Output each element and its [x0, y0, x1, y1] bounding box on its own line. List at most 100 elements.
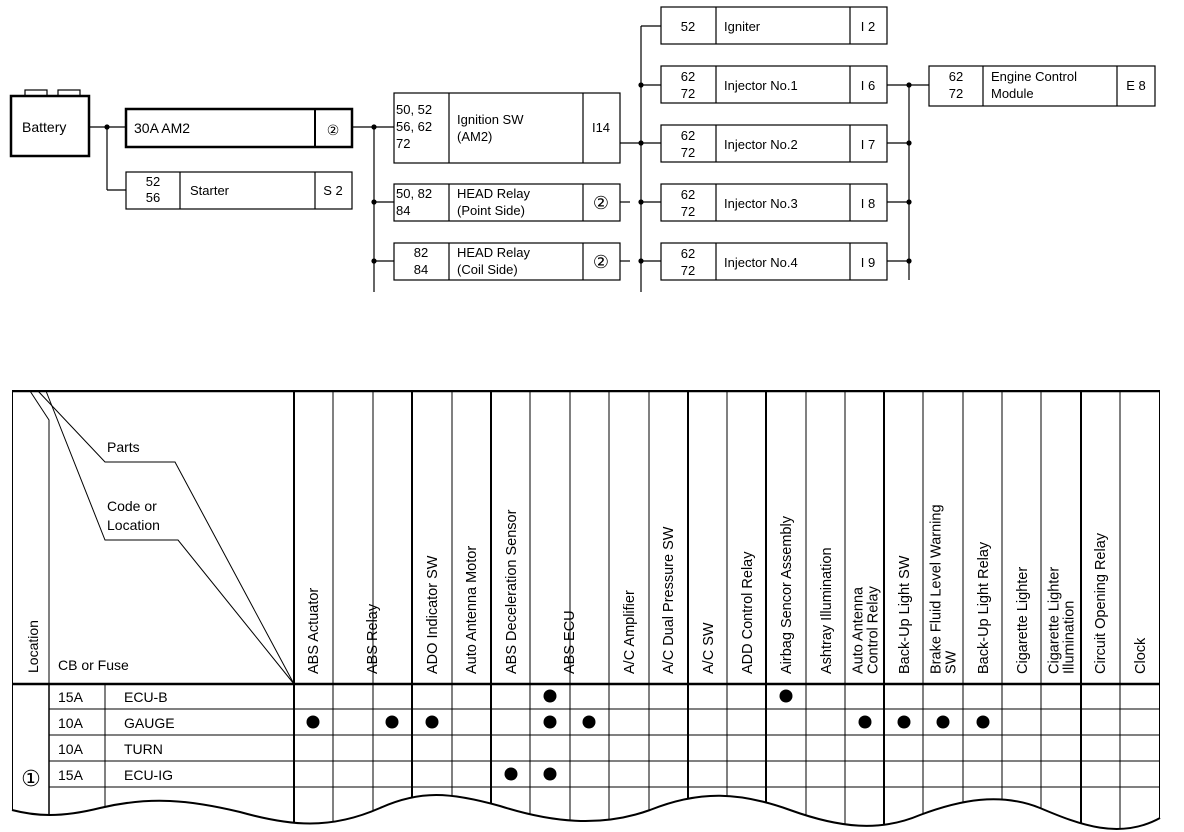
- head-point-code-1: 50, 82: [396, 186, 432, 201]
- connection-dot: [858, 715, 872, 729]
- injector4-code-1: 62: [681, 246, 695, 261]
- table-grid: [12, 390, 1160, 830]
- column-header: Circuit Opening Relay: [1093, 532, 1109, 674]
- starter-code-2: 56: [146, 190, 160, 205]
- injector4-box: [660, 242, 888, 281]
- head-coil-ref: ②: [593, 252, 609, 272]
- injector2-label: Injector No.2: [724, 137, 798, 152]
- battery-symbol: [9, 89, 91, 158]
- column-header: Brake Fluid Level Warning: [929, 504, 945, 674]
- connection-dot: [543, 715, 557, 729]
- column-header: Cigarette Lighter: [1047, 567, 1063, 674]
- injector1-box: [660, 65, 888, 104]
- injector2-loc: I 7: [861, 137, 875, 152]
- injector4-code-2: 72: [681, 263, 695, 278]
- column-header: A/C Amplifier: [622, 590, 638, 674]
- column-header: ADO Indicator SW: [425, 555, 441, 674]
- ignition-sw-box: [393, 92, 621, 164]
- am2-ref: ②: [327, 122, 340, 138]
- row-name: TURN: [124, 741, 163, 757]
- header-location: Location: [25, 620, 41, 673]
- ecm-loc: E 8: [1126, 78, 1146, 93]
- column-headers: ABS Actuator ABS Relay ADO Indicator SW Aut…: [306, 504, 1149, 674]
- ignition-code-1: 50, 52: [396, 102, 432, 117]
- head-coil-label-2: (Coil Side): [457, 262, 518, 277]
- igniter-label: Igniter: [724, 19, 761, 34]
- connection-dot: [425, 715, 439, 729]
- table-torn-edge: [11, 794, 1161, 830]
- connection-dot: [582, 715, 596, 729]
- head-coil-code-2: 84: [414, 262, 428, 277]
- column-header: Ashtray Illumination: [819, 547, 835, 674]
- ecm-code-1: 62: [949, 69, 963, 84]
- connection-dot: [976, 715, 990, 729]
- injector3-box: [660, 183, 888, 222]
- connection-dot: [936, 715, 950, 729]
- head-coil-code-1: 82: [414, 245, 428, 260]
- header-parts: Parts: [107, 439, 140, 455]
- row-labels: 15A ECU-B 10A GAUGE 10A TURN 15A ECU-IG: [58, 689, 175, 783]
- head-point-label-2: (Point Side): [457, 203, 525, 218]
- header-code-1: Code or: [107, 498, 157, 514]
- head-point-label-1: HEAD Relay: [457, 186, 530, 201]
- starter-label: Starter: [190, 183, 230, 198]
- injector2-box: [660, 124, 888, 163]
- ignition-label-1: Ignition SW: [457, 112, 524, 127]
- column-header: ABS ECU: [562, 610, 578, 674]
- injector1-code-2: 72: [681, 86, 695, 101]
- column-header: Back-Up Light SW: [897, 555, 913, 674]
- column-header: ABS Relay: [365, 603, 381, 674]
- connection-dot: [779, 689, 793, 703]
- igniter-box: [660, 6, 888, 45]
- header-fuse: CB or Fuse: [58, 657, 129, 673]
- row-amp: 10A: [58, 741, 84, 757]
- injector1-loc: I 6: [861, 78, 875, 93]
- column-header: Control Relay: [866, 585, 882, 674]
- row-name: ECU-B: [124, 689, 168, 705]
- column-header: ABS Actuator: [306, 588, 322, 674]
- injector1-label: Injector No.1: [724, 78, 798, 93]
- location-marker: ①: [21, 766, 41, 791]
- fuse-table: Parts Code or Location CB or Fuse Locati…: [11, 390, 1161, 830]
- ecm-label-1: Engine Control: [991, 69, 1077, 84]
- head-relay-coil-box: [393, 242, 621, 281]
- table-dots: [306, 689, 990, 781]
- column-header: Cigarette Lighter: [1015, 567, 1031, 674]
- injector3-label: Injector No.3: [724, 196, 798, 211]
- injector3-code-2: 72: [681, 204, 695, 219]
- ecm-code-2: 72: [949, 86, 963, 101]
- column-header: Auto Antenna: [851, 586, 867, 674]
- battery-label: Battery: [22, 119, 66, 135]
- starter-box: [125, 171, 353, 210]
- column-header: A/C SW: [701, 622, 717, 674]
- header-diagonals: [29, 390, 295, 685]
- column-header: ABS Deceleration Sensor: [504, 509, 520, 674]
- column-header: Back-Up Light Relay: [976, 541, 992, 674]
- column-header: Auto Antenna Motor: [464, 546, 480, 674]
- header-code-2: Location: [107, 517, 160, 533]
- am2-label: 30A AM2: [134, 120, 190, 136]
- column-header: SW: [944, 650, 960, 674]
- column-header: Illumination: [1062, 601, 1078, 674]
- ignition-label-2: (AM2): [457, 129, 492, 144]
- row-amp: 15A: [58, 767, 84, 783]
- ignition-loc: I14: [592, 120, 610, 135]
- connection-dot: [385, 715, 399, 729]
- starter-loc: S 2: [323, 183, 343, 198]
- head-point-code-2: 84: [396, 203, 410, 218]
- row-amp: 15A: [58, 689, 84, 705]
- head-relay-point-box: [393, 183, 621, 222]
- column-header: Airbag Sencor Assembly: [779, 515, 795, 674]
- head-coil-label-1: HEAD Relay: [457, 245, 530, 260]
- connection-dot: [543, 767, 557, 781]
- injector1-code-1: 62: [681, 69, 695, 84]
- row-amp: 10A: [58, 715, 84, 731]
- head-point-ref: ②: [593, 193, 609, 213]
- injector2-code-2: 72: [681, 145, 695, 160]
- row-name: ECU-IG: [124, 767, 173, 783]
- wiring-diagram: [9, 6, 1156, 292]
- igniter-loc: I 2: [861, 19, 875, 34]
- column-header: A/C Dual Pressure SW: [661, 526, 677, 674]
- ignition-code-2: 56, 62: [396, 119, 432, 134]
